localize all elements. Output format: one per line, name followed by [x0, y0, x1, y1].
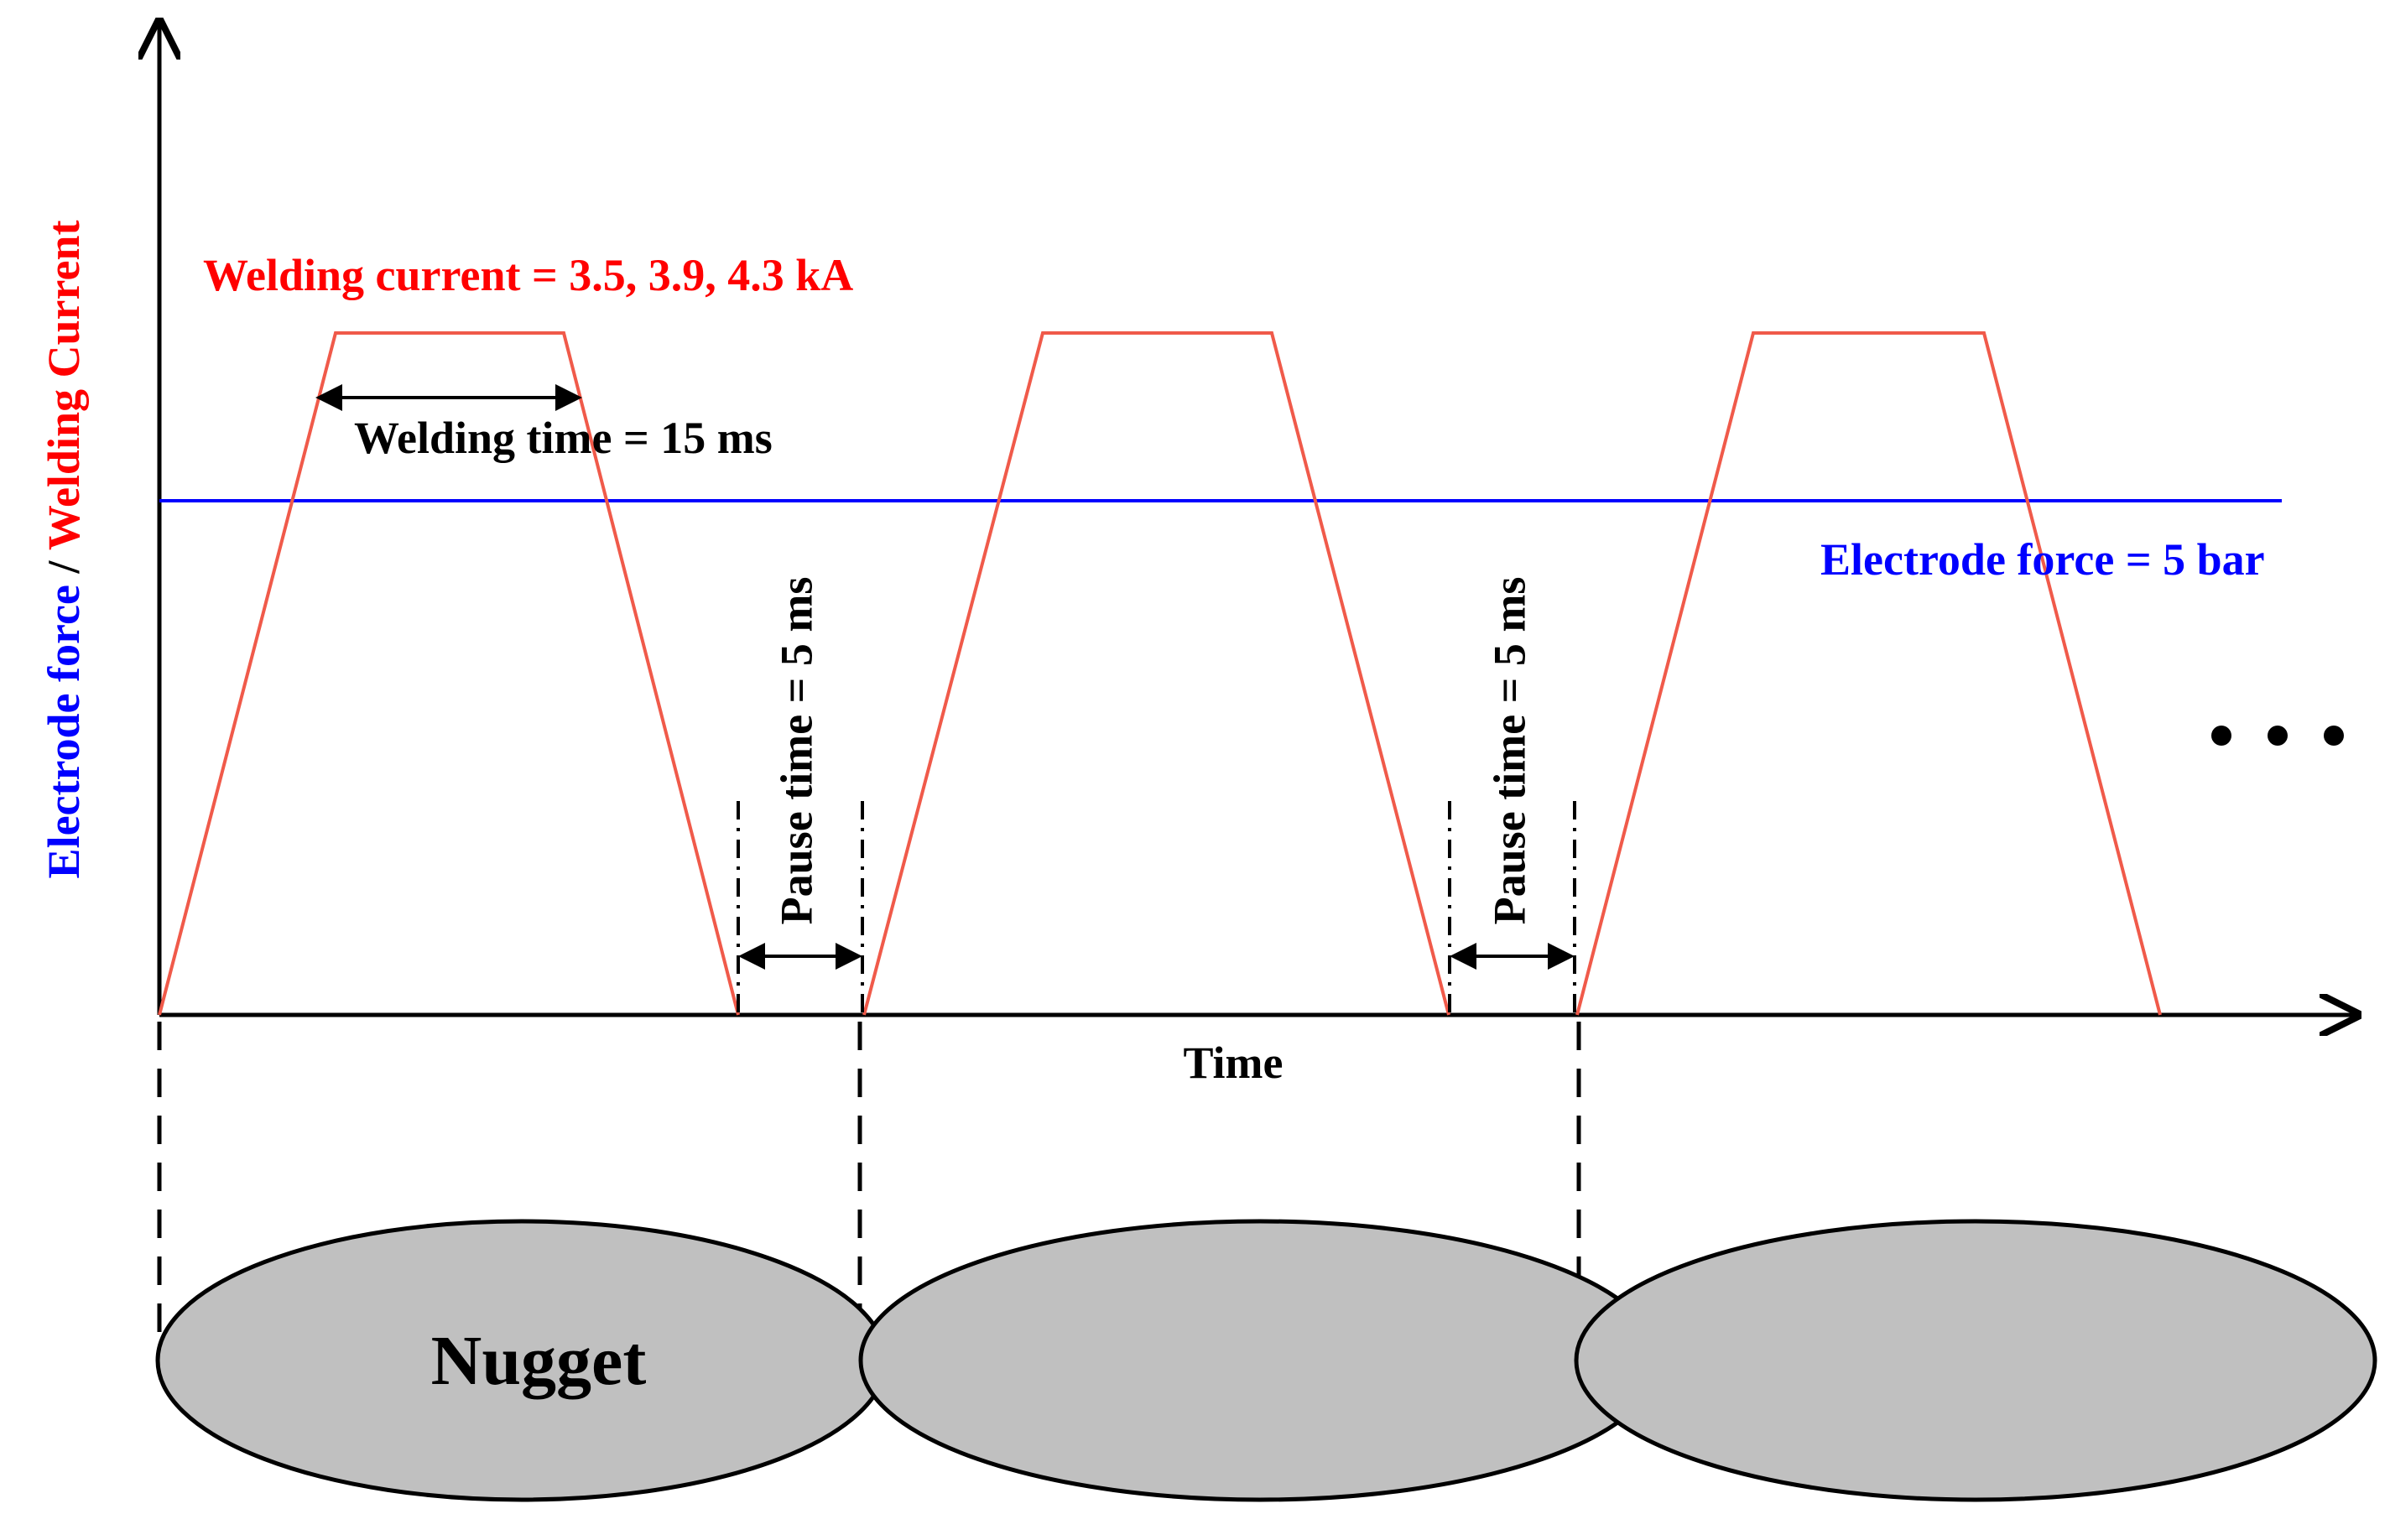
- pause-time-2-label: Pause time = 5 ms: [1484, 577, 1534, 925]
- electrode-force-label: Electrode force = 5 bar: [1820, 534, 2265, 585]
- welding-time-label: Welding time = 15 ms: [354, 413, 773, 463]
- pause-time-1-label: Pause time = 5 ms: [771, 577, 821, 925]
- y-axis-label-current: Welding Current: [39, 221, 89, 551]
- nugget-3: [1574, 1219, 2377, 1502]
- nugget-2: [858, 1219, 1662, 1502]
- y-axis-label: Electrode force / Welding Current: [39, 221, 89, 879]
- continuation-dot-1: [2211, 726, 2231, 746]
- current-pulse-1: [158, 331, 740, 1016]
- continuation-dot-2: [2268, 726, 2288, 746]
- nugget-label: Nugget: [431, 1322, 647, 1400]
- y-axis-label-force: Electrode force: [39, 585, 89, 878]
- continuation-dot-3: [2324, 726, 2344, 746]
- y-axis-label-separator: /: [39, 550, 89, 585]
- current-pulse-3: [1575, 331, 2162, 1016]
- welding-current-label: Welding current = 3.5, 3.9, 4.3 kA: [203, 250, 853, 300]
- x-axis-label: Time: [1184, 1038, 1284, 1088]
- current-pulse-2: [862, 331, 1450, 1016]
